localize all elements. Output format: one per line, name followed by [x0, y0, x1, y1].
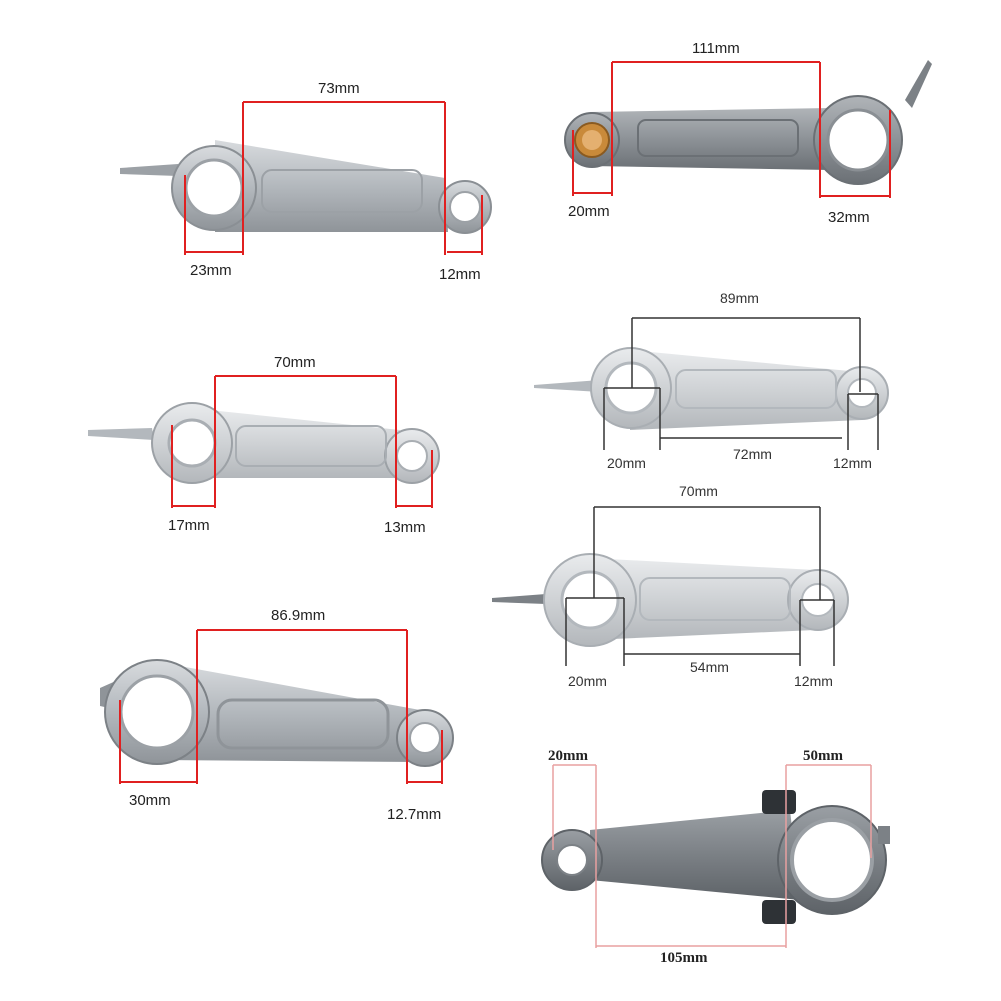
- dimension-lines-rod-5: [565, 506, 835, 666]
- connecting-rod-6: [100, 659, 454, 767]
- rod-4-big-end-label: 20mm: [607, 455, 646, 471]
- rod-5-big-end-label: 20mm: [568, 673, 607, 689]
- connecting-rod-7: [541, 790, 890, 924]
- rod-1-big-end-label: 23mm: [190, 262, 232, 279]
- rod-2-big-end-label: 32mm: [828, 209, 870, 226]
- rod-1-length-label: 73mm: [318, 80, 360, 97]
- rod-2-length-label: 111mm: [692, 40, 740, 57]
- connecting-rod-3: [88, 402, 440, 484]
- dimension-lines-rod-1: [184, 101, 483, 255]
- rod-1-small-end-label: 12mm: [439, 266, 481, 283]
- dimension-lines-rod-2: [572, 61, 891, 198]
- rod-7-big-end-label: 50mm: [803, 748, 843, 764]
- rod-3-big-end-label: 17mm: [168, 517, 210, 534]
- rod-4-small-end-label: 12mm: [833, 455, 872, 471]
- connecting-rod-5: [492, 553, 849, 647]
- connecting-rod-4: [534, 347, 889, 430]
- rod-6-big-end-label: 30mm: [129, 792, 171, 809]
- rod-7-small-end-label: 20mm: [548, 748, 588, 764]
- rod-3-length-label: 70mm: [274, 354, 316, 371]
- rod-4-inner-length-label: 72mm: [733, 446, 772, 462]
- rod-5-small-end-label: 12mm: [794, 673, 833, 689]
- dimension-lines-rod-7: [552, 764, 872, 948]
- rod-2-small-end-label: 20mm: [568, 203, 610, 220]
- rod-6-length-label: 86.9mm: [271, 607, 326, 624]
- dimension-lines-rod-4: [603, 317, 879, 450]
- rod-6-small-end-label: 12.7mm: [387, 806, 442, 823]
- rod-7-length-label: 105mm: [660, 950, 708, 966]
- dimension-lines-rod-6: [119, 629, 443, 784]
- dimension-lines-rod-3: [171, 375, 433, 508]
- connecting-rod-1: [120, 140, 492, 234]
- rod-5-inner-length-label: 54mm: [690, 659, 729, 675]
- rod-5-length-label: 70mm: [679, 483, 718, 499]
- rod-4-length-label: 89mm: [720, 290, 759, 306]
- rod-3-small-end-label: 13mm: [384, 519, 426, 536]
- connecting-rod-2: [564, 60, 932, 185]
